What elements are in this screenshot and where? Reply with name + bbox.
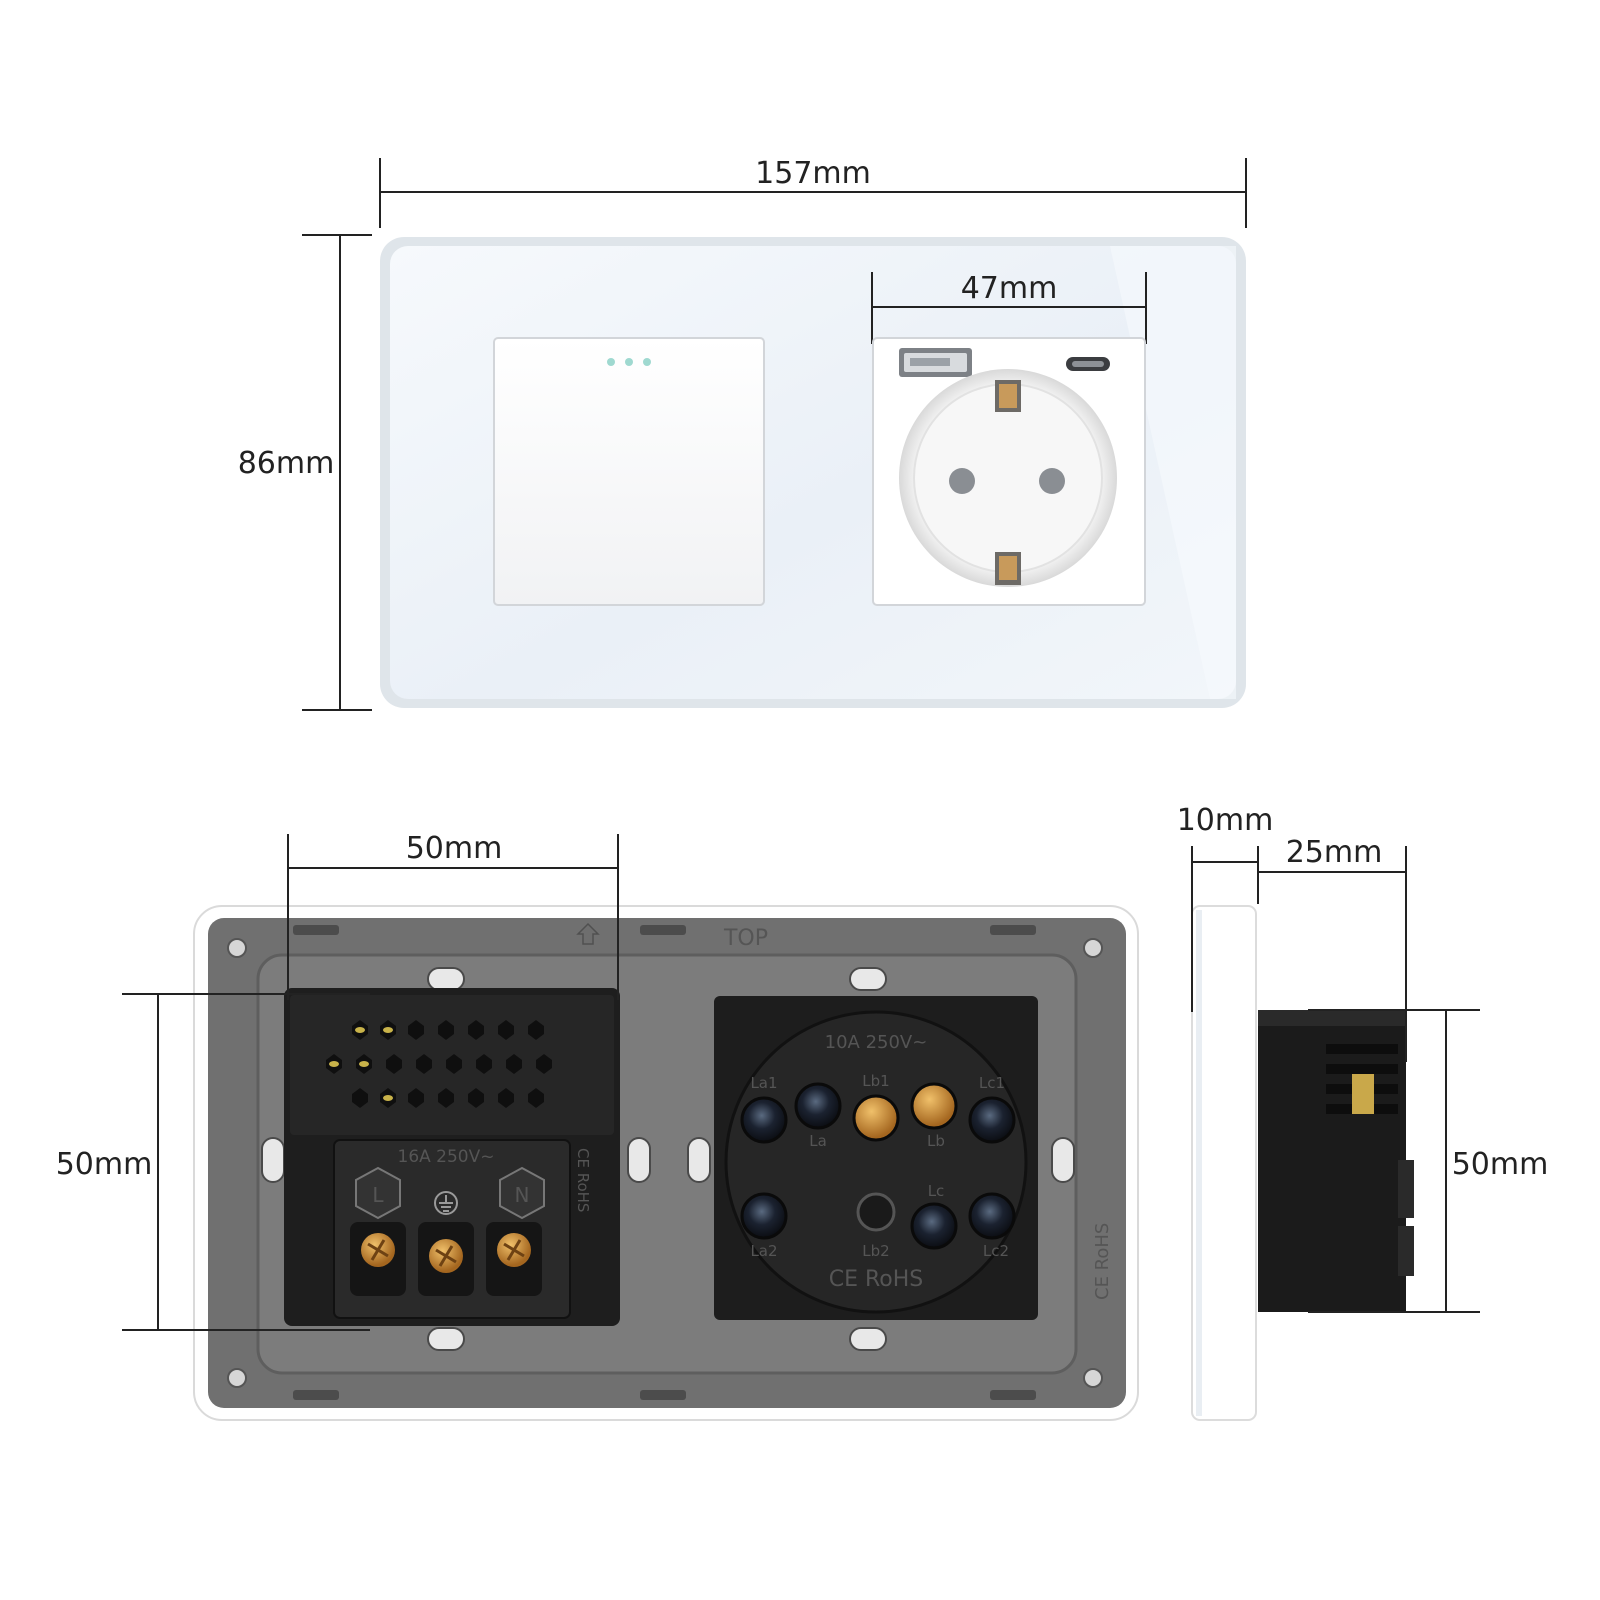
switch-cert: CE RoHS [574, 1148, 592, 1212]
term-lb2: Lb2 [862, 1242, 889, 1260]
back-view: TOP CE RoHS [56, 831, 1139, 1421]
side-module-body [1258, 1010, 1414, 1312]
ground-symbol-icon [434, 1191, 458, 1215]
usb-a-port-icon[interactable] [899, 348, 972, 377]
back-module-width-label: 50mm [406, 831, 503, 866]
side-glass-plate [1191, 905, 1257, 1421]
top-marking: TOP [723, 926, 768, 951]
up-arrow-icon [576, 922, 600, 945]
term-lc: Lc [928, 1182, 945, 1200]
socket-rating: 10A 250V~ [825, 1032, 928, 1053]
usb-c-port-icon[interactable] [1066, 357, 1110, 371]
terminal-screws [350, 1222, 542, 1296]
term-la1: La1 [750, 1074, 777, 1092]
back-module-height-label: 50mm [56, 1147, 153, 1182]
switch-rating: 16A 250V~ [398, 1147, 495, 1167]
front-width-label: 157mm [755, 156, 871, 191]
side-body-height-label: 50mm [1452, 1147, 1549, 1182]
schuko-socket[interactable] [899, 369, 1117, 587]
side-plate-depth-label: 10mm [1177, 803, 1274, 838]
pin-hole-right [1039, 468, 1065, 494]
term-la: La [809, 1132, 827, 1150]
front-view: 157mm 86mm 47mm [238, 156, 1247, 711]
socket-module-back: 10A 250V~ CE RoHS La1 Lb1 Lc1 La Lb Lc L… [714, 996, 1038, 1320]
term-lc1: Lc1 [979, 1074, 1005, 1092]
socket-width-label: 47mm [961, 271, 1058, 306]
term-lb: Lb [927, 1132, 945, 1150]
pin-hole-left [949, 468, 975, 494]
terminal-l: L [372, 1183, 384, 1207]
indicator-dots-icon [607, 358, 651, 366]
switch-key[interactable] [493, 337, 765, 606]
frame-cert-marking: CE RoHS [1092, 1223, 1113, 1300]
switch-module-back: 16A 250V~ CE RoHS L N [284, 988, 620, 1326]
side-body-depth-label: 25mm [1286, 835, 1383, 870]
socket-cert: CE RoHS [829, 1267, 924, 1292]
term-lb1: Lb1 [862, 1072, 889, 1090]
front-height-label: 86mm [238, 446, 335, 481]
terminal-holes [740, 1082, 1016, 1250]
term-lc2: Lc2 [983, 1242, 1009, 1260]
term-la2: La2 [750, 1242, 777, 1260]
side-view: 10mm 25mm 50mm [1177, 803, 1549, 1421]
terminal-n: N [515, 1183, 530, 1207]
